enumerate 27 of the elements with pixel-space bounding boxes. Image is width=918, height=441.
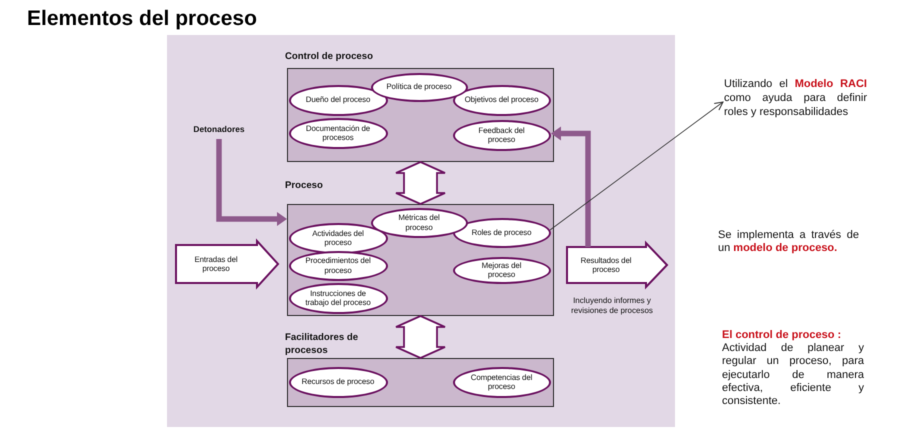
double-arrow <box>395 161 446 205</box>
element-ellipse <box>452 256 550 284</box>
arrow <box>551 126 591 247</box>
arrow <box>550 102 724 230</box>
element-ellipse <box>288 118 388 148</box>
annotation-text: Utilizando el Modelo RACI como ayuda para definir roles y responsabilidades <box>724 77 867 119</box>
section-heading: Facilitadores de procesos <box>285 331 360 357</box>
element-ellipse <box>452 218 550 248</box>
element-ellipse <box>452 366 550 398</box>
double-arrow <box>395 315 446 359</box>
block-arrow <box>175 240 279 288</box>
element-ellipse <box>452 120 550 150</box>
section-heading: Proceso <box>285 179 323 192</box>
node-label: Detonadores <box>192 124 246 134</box>
element-ellipse <box>288 84 388 116</box>
section-heading: Control de proceso <box>285 50 373 63</box>
element-ellipse <box>452 84 550 116</box>
note-text: Incluyendo informes y revisiones de procesos <box>570 296 654 316</box>
element-ellipse <box>288 222 388 254</box>
arrow <box>216 139 287 226</box>
annotation-text: Se implementa a través de un modelo de proceso. <box>718 229 859 256</box>
annotation-text: El control de proceso : <box>722 329 842 342</box>
element-ellipse <box>288 282 388 314</box>
page-title: Elementos del proceso <box>27 6 257 32</box>
annotation-text: Actividad de planear y regular un proceso, para ejecutarlo de manera efectiva, eficiente y consistente. <box>722 342 864 408</box>
element-ellipse <box>288 250 388 280</box>
element-ellipse <box>288 366 388 398</box>
